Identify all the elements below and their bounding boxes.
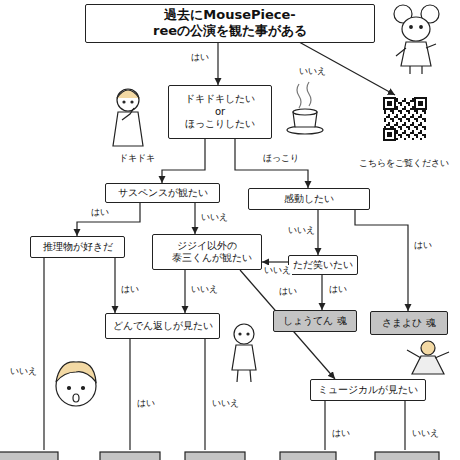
dancer-figure bbox=[407, 341, 449, 374]
edge-label: いいえ bbox=[287, 225, 316, 236]
flow-connector bbox=[235, 139, 308, 188]
edge-label: はい bbox=[413, 240, 433, 251]
edge-label: ほっこり bbox=[262, 153, 300, 164]
edge-label: はい bbox=[190, 52, 210, 63]
girl-face bbox=[56, 362, 96, 406]
node-text: しょうてん 魂 bbox=[283, 315, 346, 328]
question-box: どんでん返しが見たい bbox=[105, 313, 220, 339]
flow-connector bbox=[317, 210, 318, 255]
qr-code bbox=[382, 96, 428, 142]
question-box: ミュージカルが見たい bbox=[310, 379, 426, 401]
node-text: 過去にMousePiece-reeの公演を観た事がある bbox=[90, 7, 370, 40]
node-text: サスペンスが観たい bbox=[118, 187, 208, 200]
question-box: 過去にMousePiece-reeの公演を観た事がある bbox=[85, 4, 375, 43]
branch-label: いいえ bbox=[211, 398, 240, 409]
branch-label: いいえ bbox=[411, 428, 440, 439]
flow-connector bbox=[184, 270, 185, 313]
branch-label: はい bbox=[136, 398, 156, 409]
node-text: ドキドキしたい or ほっこりしたい bbox=[182, 93, 258, 131]
edge-label: ドキドキ bbox=[118, 153, 156, 164]
flow-connector bbox=[114, 258, 115, 313]
edge-label: はい bbox=[90, 207, 110, 218]
node-text: 推理物が好きだ bbox=[43, 241, 113, 254]
edge-label: はい bbox=[278, 286, 298, 297]
result-box bbox=[0, 452, 439, 460]
edge-label: いいえ bbox=[190, 284, 219, 295]
flow-connector bbox=[194, 203, 195, 234]
branch-label: いいえ bbox=[9, 366, 38, 377]
thinking-person bbox=[113, 89, 143, 146]
result-box: しょうてん 魂 bbox=[273, 310, 357, 332]
tea-cup bbox=[287, 82, 323, 134]
qr-caption: こちらをご覧ください bbox=[354, 95, 454, 171]
node-text: さまよひ 魂 bbox=[382, 317, 435, 330]
edge-label: いいえ bbox=[263, 265, 292, 276]
node-text: ただ笑いたい bbox=[293, 259, 353, 272]
flow-connector bbox=[321, 275, 322, 310]
question-box: 感動したい bbox=[248, 188, 370, 210]
flow-connector bbox=[355, 210, 408, 311]
edge-label: はい bbox=[328, 284, 348, 295]
node-text: ミュージカルが見たい bbox=[318, 384, 418, 397]
edge-label: いいえ bbox=[200, 212, 229, 223]
mouse-figure bbox=[394, 5, 439, 74]
question-box: サスペンスが観たい bbox=[105, 183, 220, 203]
node-text: どんでん返しが見たい bbox=[113, 320, 213, 333]
flow-connector bbox=[162, 139, 205, 183]
question-box: 推理物が好きだ bbox=[30, 236, 125, 258]
edge-label: いいえ bbox=[298, 66, 327, 77]
question-box: ドキドキしたい or ほっこりしたい bbox=[168, 85, 272, 139]
result-box: さまよひ 魂 bbox=[370, 311, 448, 335]
flow-connector bbox=[217, 43, 218, 86]
result-links bbox=[44, 258, 405, 450]
flow-connector bbox=[262, 261, 288, 262]
node-text: こちらをご覧ください bbox=[359, 158, 449, 169]
bald-man bbox=[232, 324, 256, 382]
node-text: ジジイ以外の 泰三くんが観たい bbox=[172, 240, 242, 265]
question-box: ジジイ以外の 泰三くんが観たい bbox=[152, 234, 262, 270]
edge-label: はい bbox=[120, 284, 140, 295]
question-box: ただ笑いたい bbox=[288, 255, 358, 275]
flow-connector bbox=[77, 203, 140, 236]
branch-label: はい bbox=[331, 428, 351, 439]
node-text: 感動したい bbox=[284, 193, 334, 206]
